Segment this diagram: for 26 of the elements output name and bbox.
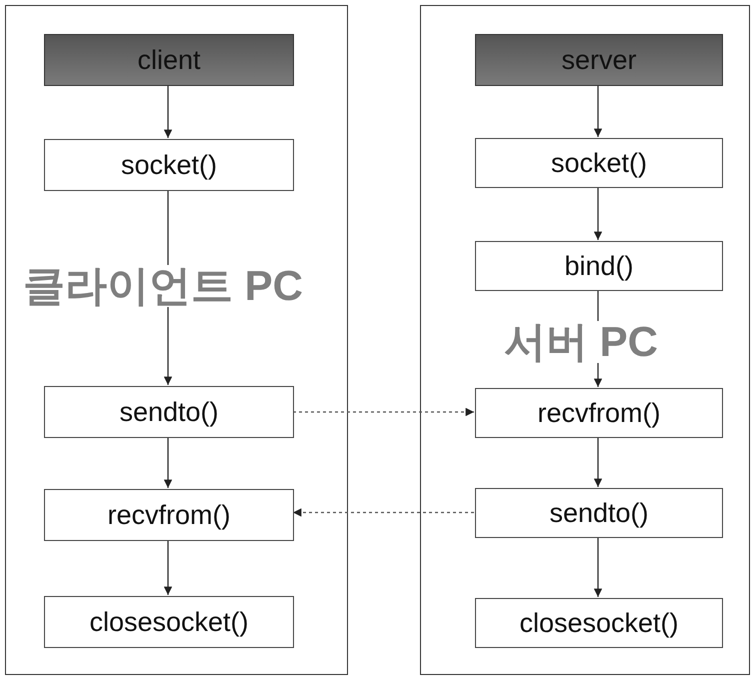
arrow	[164, 437, 172, 488]
arrow	[594, 537, 602, 597]
function-box: recvfrom()	[475, 388, 723, 438]
arrow	[594, 290, 602, 387]
function-box: bind()	[475, 241, 723, 291]
arrow	[164, 190, 172, 385]
function-box: sendto()	[475, 488, 723, 538]
panel	[5, 5, 348, 675]
arrow	[594, 85, 602, 137]
arrow	[164, 85, 172, 138]
function-box: closesocket()	[475, 598, 723, 648]
arrow	[594, 187, 602, 240]
header-box: client	[44, 34, 294, 86]
arrow	[594, 437, 602, 487]
arrow	[164, 540, 172, 595]
function-box: recvfrom()	[44, 489, 294, 541]
header-box: server	[475, 34, 723, 86]
function-box: closesocket()	[44, 596, 294, 648]
function-box: sendto()	[44, 386, 294, 438]
dashed-arrow	[293, 408, 474, 416]
dashed-arrow	[293, 508, 474, 517]
panel-title: 서버 PC	[504, 321, 658, 363]
function-box: socket()	[475, 138, 723, 188]
panel-title: 클라이언트 PC	[23, 265, 304, 307]
panel	[420, 5, 750, 675]
function-box: socket()	[44, 139, 294, 191]
